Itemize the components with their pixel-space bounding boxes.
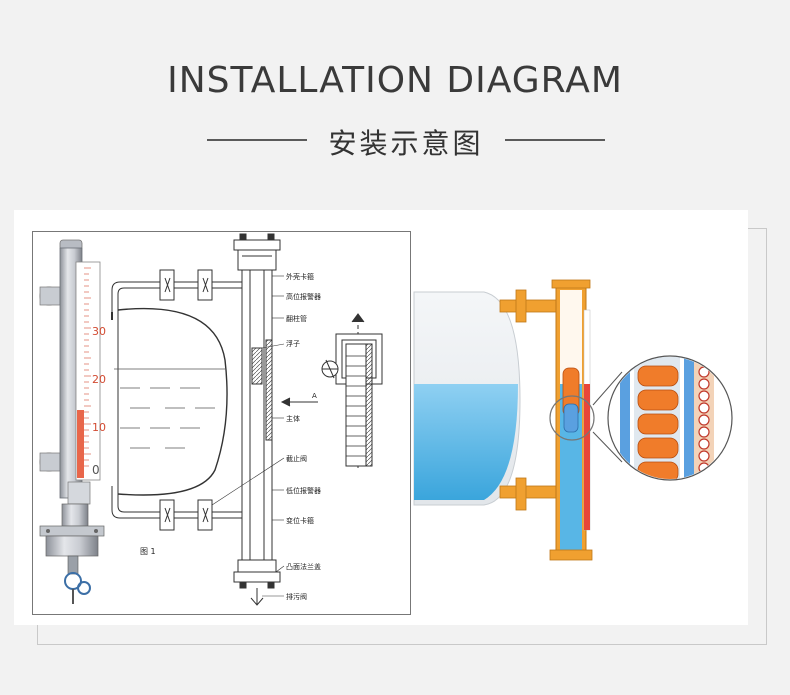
gauge-ticks (84, 267, 91, 467)
divider-right (505, 139, 605, 141)
magnetic-level-gauge: 30 20 10 0 (39, 239, 106, 604)
gauge-label-20: 20 (92, 373, 106, 386)
gauge-label-10: 10 (92, 421, 106, 434)
gauge-label-30: 30 (92, 325, 106, 338)
tank-illustration (413, 279, 733, 561)
callout-shift-clamp: 变位卡箍 (286, 516, 314, 525)
schematic-callouts: 外壳卡箍 高位报警器 翻柱管 浮子 主体 截止阀 低位报警器 变位卡箍 凸面法兰… (140, 272, 321, 601)
callout-outer-clamp: 外壳卡箍 (286, 272, 314, 281)
gauge-label-0: 0 (92, 463, 100, 477)
divider-left (207, 139, 307, 141)
callout-drain-valve: 排污阀 (286, 592, 307, 601)
callout-flip-tube: 翻柱管 (286, 314, 307, 323)
page-title: INSTALLATION DIAGRAM (167, 60, 623, 101)
callout-flange-cover: 凸面法兰盖 (286, 562, 321, 571)
callout-shutoff-valve: 截止阀 (286, 454, 307, 463)
technical-schematic (111, 233, 383, 606)
callout-low-alarm: 低位报警器 (286, 486, 321, 495)
arrow-label-a: A (312, 392, 317, 400)
page-subtitle: 安装示意图 (328, 127, 484, 160)
callout-high-alarm: 高位报警器 (286, 292, 321, 301)
subtitle-row: 安装示意图 (0, 122, 790, 160)
figure-label: 图 1 (140, 547, 156, 556)
callout-main-body: 主体 (286, 414, 300, 423)
callout-float: 浮子 (286, 339, 300, 348)
